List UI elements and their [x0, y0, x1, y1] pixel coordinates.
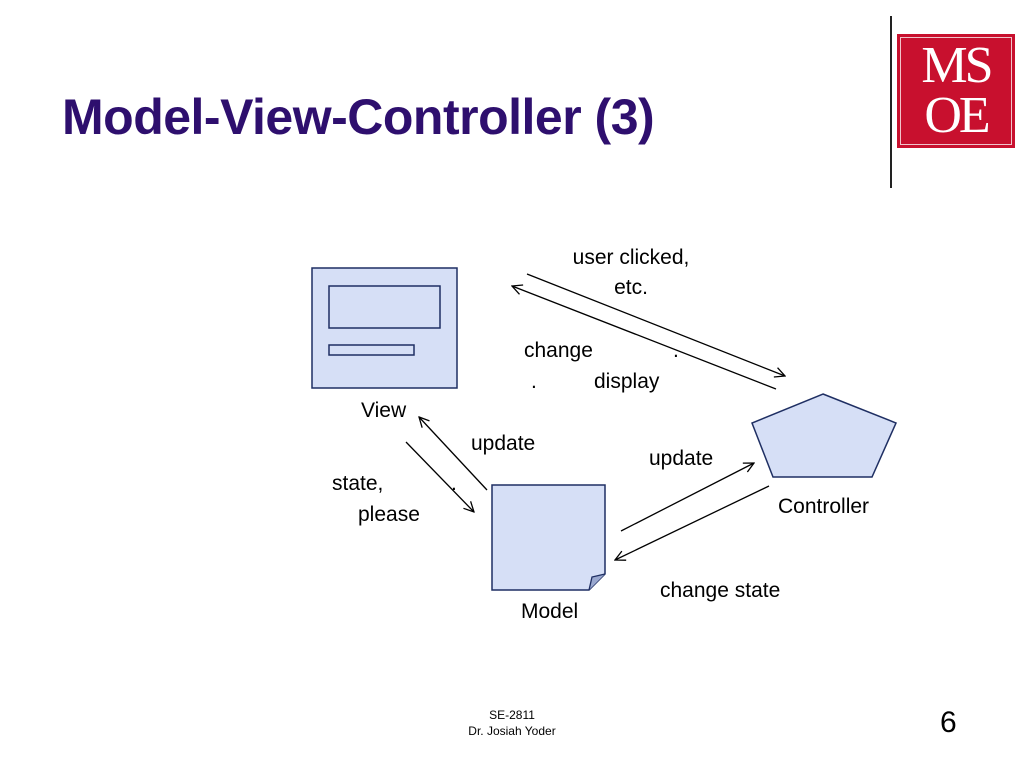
arrow-controller-to-view [512, 286, 777, 390]
state-please-line-2: please [358, 503, 420, 526]
footer-author: Dr. Josiah Yoder [468, 724, 556, 738]
view-shape [311, 267, 458, 389]
state-please-line-1: state, [332, 472, 384, 495]
controller-shape [751, 393, 898, 478]
change-display-line-2b: display [594, 370, 660, 393]
arrow-model-to-controller [620, 463, 754, 532]
msoe-logo: MS OE [897, 34, 1015, 148]
model-label: Model [521, 600, 579, 623]
update-view-label: update [471, 432, 536, 455]
arrow-model-to-view [419, 417, 488, 491]
logo-border [900, 37, 1012, 145]
user-clicked-line-2: etc. [614, 276, 648, 299]
logo-line-2: OE [924, 87, 990, 144]
page-title: Model-View-Controller (3) [62, 89, 655, 145]
change-display-line-2a: . [531, 370, 537, 393]
user-clicked-label: user clicked, etc. [553, 243, 709, 303]
arrow-view-to-controller [526, 273, 785, 376]
state-please-dot: . [451, 472, 457, 495]
header-divider [890, 16, 892, 188]
update-controller-label: update [649, 447, 714, 470]
slide-footer: SE-2811 Dr. Josiah Yoder [440, 707, 584, 739]
arrow-view-to-model [405, 441, 474, 512]
change-state-label: change state [660, 579, 781, 602]
page-number: 6 [940, 706, 957, 739]
user-clicked-line-1: user clicked, [572, 246, 690, 269]
logo-line-1: MS [921, 37, 993, 94]
arrow-controller-to-model [615, 485, 770, 560]
change-display-line-1b: . [673, 339, 679, 362]
footer-course: SE-2811 [489, 708, 535, 722]
view-label: View [361, 399, 407, 422]
controller-label: Controller [778, 495, 870, 518]
model-shape [491, 484, 606, 591]
change-display-line-1a: change [524, 339, 593, 362]
